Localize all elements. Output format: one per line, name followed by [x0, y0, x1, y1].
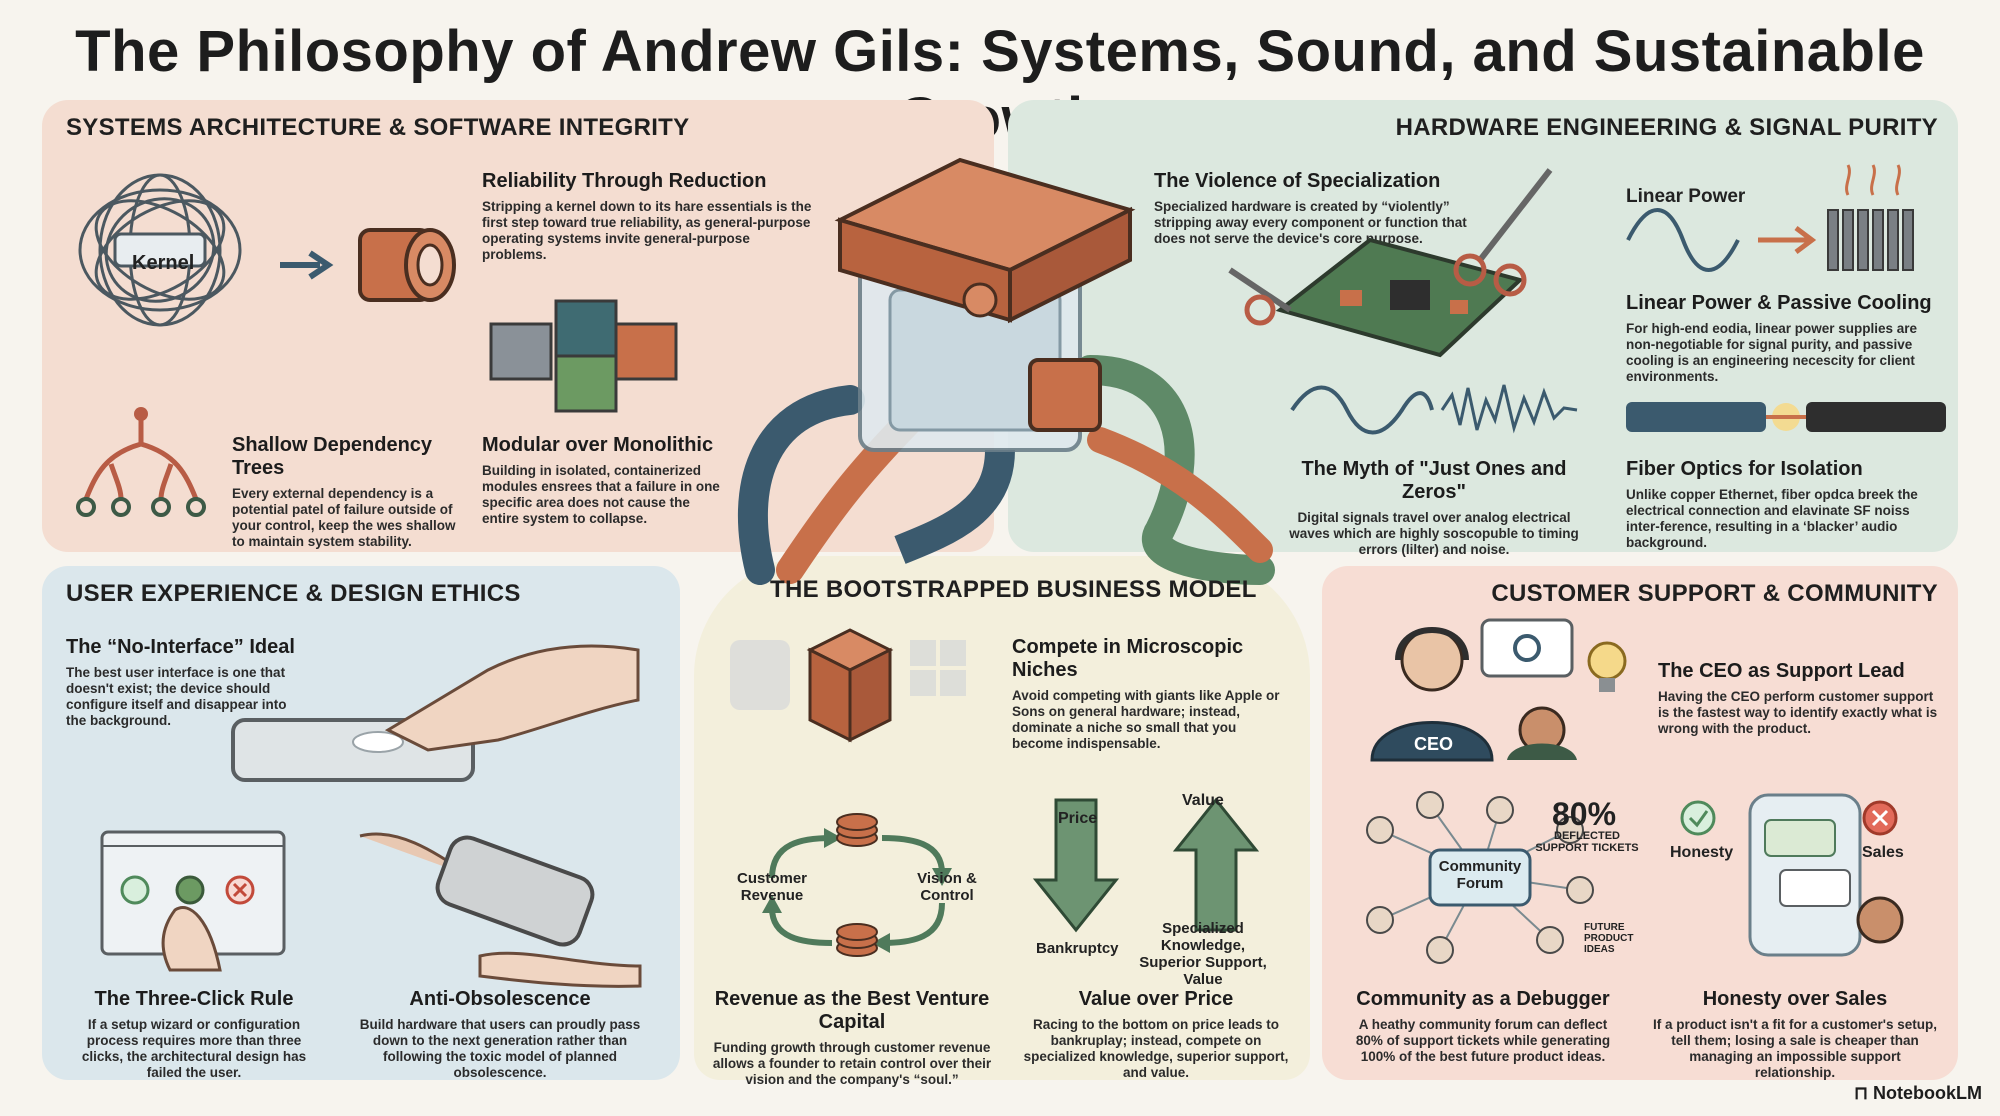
reliability-title: Reliability Through Reduction	[482, 170, 767, 192]
fiber-cable-icon	[1626, 402, 1946, 432]
forum-label: Community Forum	[1438, 858, 1522, 892]
reliability-text: Stripping a kernel down to its hare esse…	[482, 199, 812, 262]
debugger-title: Community as a Debugger	[1356, 988, 1610, 1010]
threeclick-block: The Three-Click Rule If a setup wizard o…	[66, 988, 322, 1081]
lightbulb-icon	[1587, 641, 1627, 692]
violence-block: The Violence of Specialization Specializ…	[1154, 170, 1474, 247]
ux-heading: USER EXPERIENCE & DESIGN ETHICS	[66, 580, 521, 607]
honesty-label: Honesty	[1670, 844, 1734, 861]
ceo-block: The CEO as Support Lead Having the CEO p…	[1658, 660, 1942, 737]
arrow-right-icon	[280, 250, 334, 280]
support-heading: CUSTOMER SUPPORT & COMMUNITY	[1491, 580, 1938, 607]
hand-device-touch-icon	[231, 644, 640, 782]
business-heading: THE BOOTSTRAPPED BUSINESS MODEL	[770, 576, 1257, 603]
central-device-illustration	[737, 157, 1275, 585]
niches-block: Compete in Microscopic Niches Avoid comp…	[1012, 636, 1290, 752]
hardware-heading: HARDWARE ENGINEERING & SIGNAL PURITY	[1395, 114, 1938, 141]
footer-label: NotebookLM	[1873, 1083, 1982, 1103]
linear-power-label: Linear Power	[1626, 186, 1746, 207]
fiber-block: Fiber Optics for Isolation Unlike copper…	[1626, 458, 1938, 551]
ceo-headset-icon	[1370, 618, 1577, 762]
analog-digital-wave-icon	[1290, 384, 1578, 435]
reliability-block: Reliability Through Reduction Stripping …	[482, 170, 812, 263]
antiobs-block: Anti-Obsolescence Build hardware that us…	[350, 988, 650, 1081]
myth-title: The Myth of "Just Ones and Zeros"	[1301, 458, 1567, 503]
value-block: Value over Price Racing to the bottom on…	[1016, 988, 1296, 1081]
systems-heading: SYSTEMS ARCHITECTURE & SOFTWARE INTEGRIT…	[66, 114, 690, 141]
fiber-title: Fiber Optics for Isolation	[1626, 458, 1863, 480]
value-title: Value over Price	[1078, 988, 1234, 1010]
dependency-tree-icon	[76, 407, 206, 517]
fiber-text: Unlike copper Ethernet, fiber opdca bree…	[1626, 487, 1918, 550]
shallow-text: Every external dependency is a potential…	[232, 486, 456, 549]
ceo-title: The CEO as Support Lead	[1658, 660, 1905, 682]
stat-label: DEFLECTED SUPPORT TICKETS	[1535, 830, 1639, 854]
future-ideas-label: FUTURE PRODUCT IDEAS	[1584, 922, 1634, 955]
linear-block: Linear Power & Passive Cooling For high-…	[1626, 292, 1938, 385]
debugger-text: A heathy community forum can deflect 80%…	[1355, 1017, 1611, 1064]
footer-brand: ⊓ NotebookLM	[1854, 1083, 1982, 1104]
nointerface-text: The best user interface is one that does…	[66, 665, 287, 728]
nointerface-block: The “No-Interface” Ideal The best user i…	[66, 636, 306, 729]
bankruptcy-label: Bankruptcy	[1036, 940, 1119, 957]
antiobs-title: Anti-Obsolescence	[409, 988, 591, 1010]
superior-label: Specialized Knowledge, Superior Support,…	[1139, 920, 1267, 988]
copper-cylinder-icon	[358, 228, 456, 302]
shallow-block: Shallow Dependency Trees Every external …	[232, 434, 462, 550]
violence-text: Specialized hardware is created by “viol…	[1154, 199, 1467, 246]
phone-chat-icon	[1680, 793, 1904, 957]
value-label: Value	[1182, 792, 1224, 809]
revenue-title: Revenue as the Best Venture Capital	[714, 988, 990, 1033]
sales-label: Sales	[1862, 844, 1904, 861]
ceo-label: CEO	[1414, 734, 1454, 754]
honesty-title: Honesty over Sales	[1702, 988, 1888, 1010]
community-network-icon	[1366, 791, 1594, 964]
notebooklm-logo-icon: ⊓	[1853, 1083, 1874, 1103]
value-text: Racing to the bottom on price leads to b…	[1023, 1017, 1289, 1080]
myth-text: Digital signals travel over analog elect…	[1289, 510, 1579, 557]
modules-cubes-icon	[489, 299, 678, 413]
stat-value: 80%	[1552, 796, 1617, 832]
threeclick-text: If a setup wizard or configuration proce…	[81, 1017, 307, 1080]
nointerface-title: The “No-Interface” Ideal	[66, 636, 295, 658]
threeclick-title: The Three-Click Rule	[94, 988, 294, 1010]
modular-title: Modular over Monolithic	[482, 434, 714, 456]
honesty-text: If a product isn't a fit for a customer'…	[1653, 1017, 1937, 1080]
violence-title: The Violence of Specialization	[1154, 170, 1441, 192]
niche-block-icon	[730, 628, 966, 743]
cycle-right-label: Vision & Control	[917, 870, 977, 904]
handheld-passdown-icon	[359, 832, 642, 988]
revenue-block: Revenue as the Best Venture Capital Fund…	[704, 988, 1000, 1088]
antiobs-text: Build hardware that users can proudly pa…	[359, 1017, 641, 1080]
honesty-block: Honesty over Sales If a product isn't a …	[1650, 988, 1940, 1081]
revenue-cycle-icon	[762, 813, 952, 957]
ceo-text: Having the CEO perform customer support …	[1658, 689, 1938, 736]
niches-title: Compete in Microscopic Niches	[1012, 636, 1244, 681]
shallow-title: Shallow Dependency Trees	[232, 434, 433, 479]
linear-text: For high-end eodia, linear power supplie…	[1626, 321, 1918, 384]
three-click-window-icon	[100, 830, 286, 972]
price-label: Price	[1058, 810, 1098, 827]
modular-block: Modular over Monolithic Building in isol…	[482, 434, 722, 527]
linear-title: Linear Power & Passive Cooling	[1626, 292, 1932, 314]
revenue-text: Funding growth through customer revenue …	[712, 1040, 992, 1087]
kernel-knot-icon	[78, 173, 242, 327]
kernel-label: Kernel	[132, 252, 195, 274]
niches-text: Avoid competing with giants like Apple o…	[1012, 688, 1280, 751]
price-value-arrows-icon	[1032, 797, 1260, 933]
sine-to-heatsink-icon	[1626, 164, 1914, 272]
cycle-left-label: Customer Revenue	[736, 870, 807, 904]
modular-text: Building in isolated, containerized modu…	[482, 463, 720, 526]
debugger-block: Community as a Debugger A heathy communi…	[1348, 988, 1618, 1065]
circuit-board-scissors-icon	[1228, 168, 1553, 358]
myth-block: The Myth of "Just Ones and Zeros" Digita…	[1284, 458, 1584, 558]
